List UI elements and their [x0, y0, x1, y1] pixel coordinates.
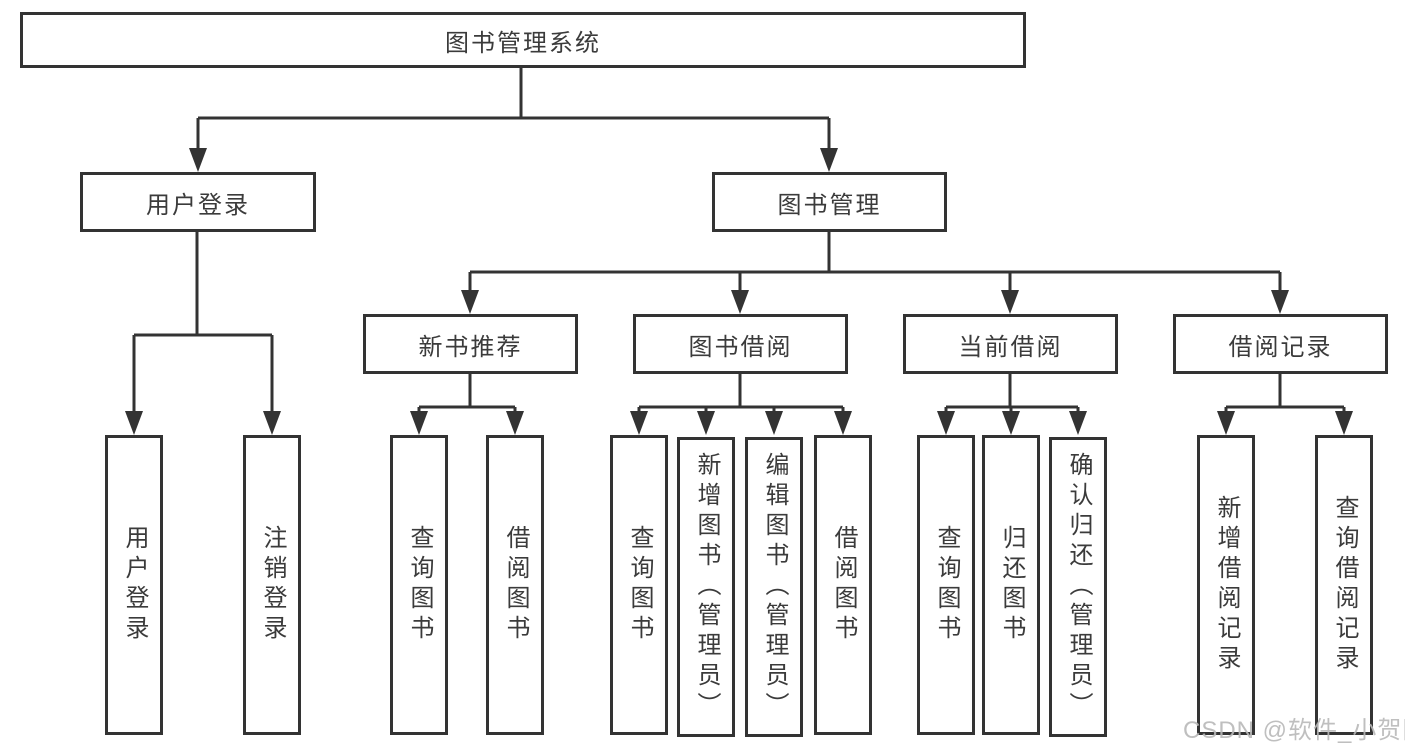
leaf-confirm-return-admin: 确认归还（管理员） — [1049, 437, 1107, 737]
node-label: 查询图书 — [406, 525, 433, 645]
csdn-watermark: CSDN @软件_小贺同学 — [1183, 717, 1405, 744]
leaf-query-borrow-record: 查询借阅记录 — [1315, 435, 1373, 735]
leaf-return-books: 归还图书 — [982, 435, 1040, 735]
node-user-login-group: 用户登录 — [80, 172, 316, 232]
arrowhead — [697, 411, 715, 435]
node-book-borrowing: 图书借阅 — [633, 314, 848, 374]
arrowhead — [820, 148, 838, 172]
node-label: 查询图书 — [933, 525, 960, 645]
leaf-logout: 注销登录 — [243, 435, 301, 735]
node-label: 借阅记录 — [1228, 333, 1333, 361]
node-label: 图书管理系统 — [445, 29, 601, 57]
leaf-add-book-admin: 新增图书（管理员） — [677, 437, 735, 737]
arrowhead — [263, 411, 281, 435]
node-label: 新增借阅记录 — [1213, 495, 1240, 675]
node-label: 归还图书 — [998, 525, 1025, 645]
node-label: 图书管理 — [777, 191, 882, 219]
arrowhead — [1069, 411, 1087, 435]
arrowhead — [1001, 290, 1019, 314]
node-root-library-management-system: 图书管理系统 — [20, 12, 1026, 68]
arrowhead — [834, 411, 852, 435]
node-label: 新书推荐 — [418, 333, 523, 361]
leaf-borrow-books-recommend: 借阅图书 — [486, 435, 544, 735]
leaf-query-books-current: 查询图书 — [917, 435, 975, 735]
leaf-query-books-recommend: 查询图书 — [390, 435, 448, 735]
node-label: 确认归还（管理员） — [1065, 452, 1092, 722]
node-label: 借阅图书 — [830, 525, 857, 645]
node-label: 查询借阅记录 — [1331, 495, 1358, 675]
node-label: 当前借阅 — [958, 333, 1063, 361]
arrowhead — [1335, 411, 1353, 435]
node-label: 用户登录 — [146, 191, 250, 219]
arrowheads — [125, 148, 1353, 435]
leaf-edit-book-admin: 编辑图书（管理员） — [745, 437, 803, 737]
node-label: 借阅图书 — [502, 525, 529, 645]
arrowhead — [937, 411, 955, 435]
node-new-book-recommend: 新书推荐 — [363, 314, 578, 374]
arrowhead — [125, 411, 143, 435]
node-label: 查询图书 — [626, 525, 653, 645]
node-book-management: 图书管理 — [712, 172, 947, 232]
node-label: 图书借阅 — [688, 333, 793, 361]
connector-lines — [132, 68, 1346, 415]
node-label: 新增图书（管理员） — [693, 452, 720, 722]
arrowhead — [461, 290, 479, 314]
arrowhead — [410, 411, 428, 435]
arrowhead — [630, 411, 648, 435]
arrowhead — [1002, 411, 1020, 435]
node-label: 编辑图书（管理员） — [761, 452, 788, 722]
arrowhead — [506, 411, 524, 435]
leaf-borrow-books: 借阅图书 — [814, 435, 872, 735]
arrowhead — [765, 411, 783, 435]
leaf-add-borrow-record: 新增借阅记录 — [1197, 435, 1255, 735]
node-borrowing-records: 借阅记录 — [1173, 314, 1388, 374]
leaf-query-books-borrow: 查询图书 — [610, 435, 668, 735]
node-current-borrowing: 当前借阅 — [903, 314, 1118, 374]
arrowhead — [731, 290, 749, 314]
arrowhead — [1271, 290, 1289, 314]
leaf-user-login: 用户登录 — [105, 435, 163, 735]
arrowhead — [1217, 411, 1235, 435]
node-label: 注销登录 — [259, 525, 286, 645]
node-label: 用户登录 — [121, 525, 148, 645]
arrowhead — [189, 148, 207, 172]
